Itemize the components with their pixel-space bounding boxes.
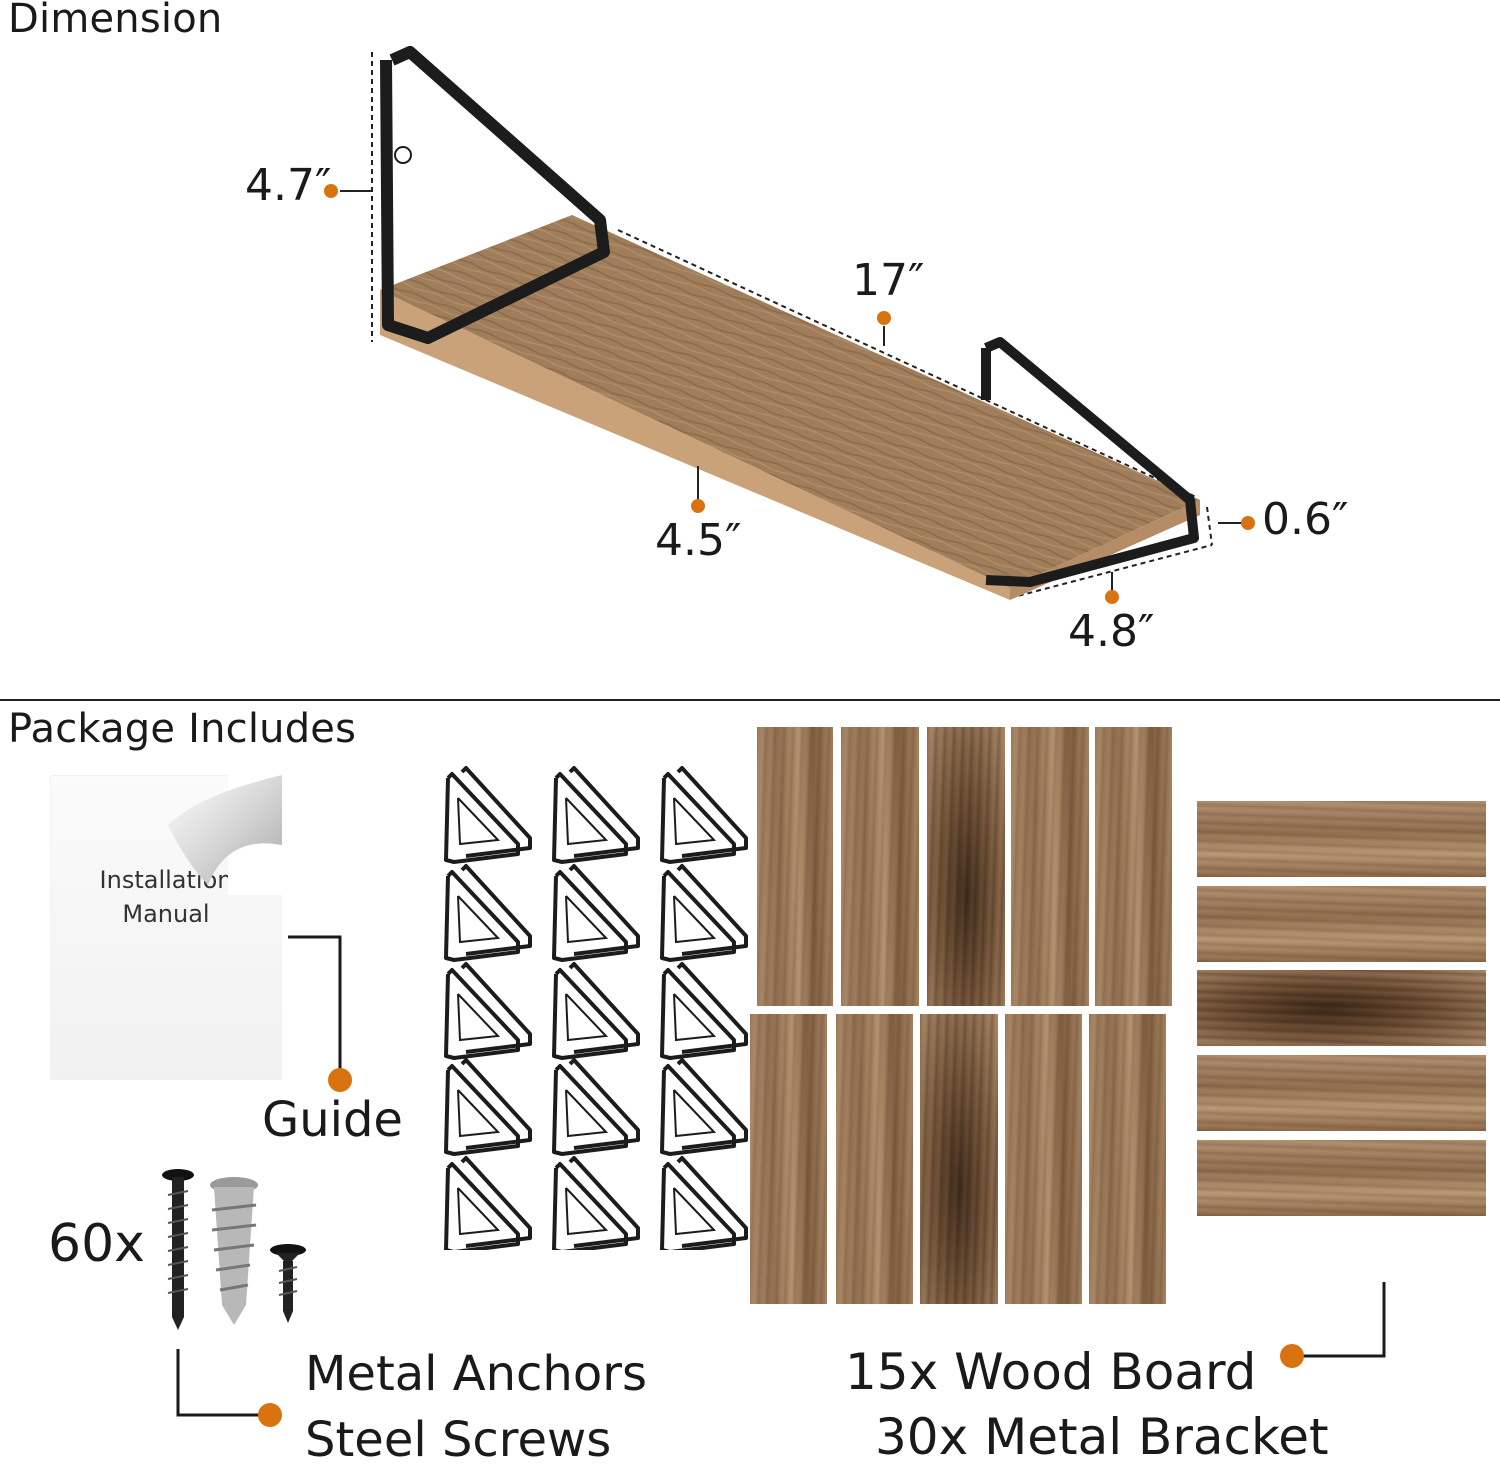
shelf-diagram [324, 46, 1255, 604]
guide-label: Guide [262, 1092, 403, 1148]
boards-line1: 15x Wood Board [845, 1343, 1257, 1401]
boards-leader [1280, 1282, 1386, 1368]
wood-board [927, 727, 1007, 1006]
board-depth-label: 4.5″ [655, 515, 742, 566]
wood-board [841, 727, 921, 1006]
wood-board [1005, 1014, 1084, 1304]
height-label: 4.7″ [245, 160, 332, 211]
wood-board [836, 1014, 915, 1304]
package-title: Package Includes [8, 706, 357, 752]
wood-board [1197, 1140, 1486, 1216]
thickness-label: 0.6″ [1262, 494, 1349, 545]
manual-text-line2: Manual [122, 900, 210, 928]
wood-board [1197, 886, 1486, 962]
shelf-board-edge [380, 290, 1010, 600]
wood-board [1089, 1014, 1168, 1304]
wood-board [1095, 727, 1174, 1006]
wood-board [1011, 727, 1091, 1006]
installation-manual: Installation Manual [50, 775, 282, 1080]
section-divider [0, 699, 1500, 701]
bracket-depth-label: 4.8″ [1068, 606, 1155, 657]
wood-board [1197, 970, 1486, 1046]
wood-board [757, 727, 835, 1006]
bracket-left [380, 46, 610, 344]
wood-board [1197, 801, 1486, 877]
wood-board [1197, 1055, 1486, 1131]
screws-count: 60x [48, 1214, 145, 1274]
wood-board [920, 1014, 1000, 1304]
shelf-board-top [380, 215, 1200, 588]
page-curl-icon [168, 775, 282, 895]
screws-leader [176, 1349, 282, 1427]
bracket-right [981, 337, 1199, 587]
guide-leader [288, 935, 352, 1092]
screws-line1: Metal Anchors [305, 1346, 647, 1402]
boards-line2: 30x Metal Bracket [875, 1408, 1329, 1466]
screw-set-icon [162, 1169, 306, 1330]
metal-brackets-grid [444, 766, 748, 1250]
dimension-title: Dimension [8, 0, 223, 42]
screws-line2: Steel Screws [305, 1412, 612, 1468]
wood-board [750, 1014, 829, 1304]
length-label: 17″ [852, 255, 925, 306]
